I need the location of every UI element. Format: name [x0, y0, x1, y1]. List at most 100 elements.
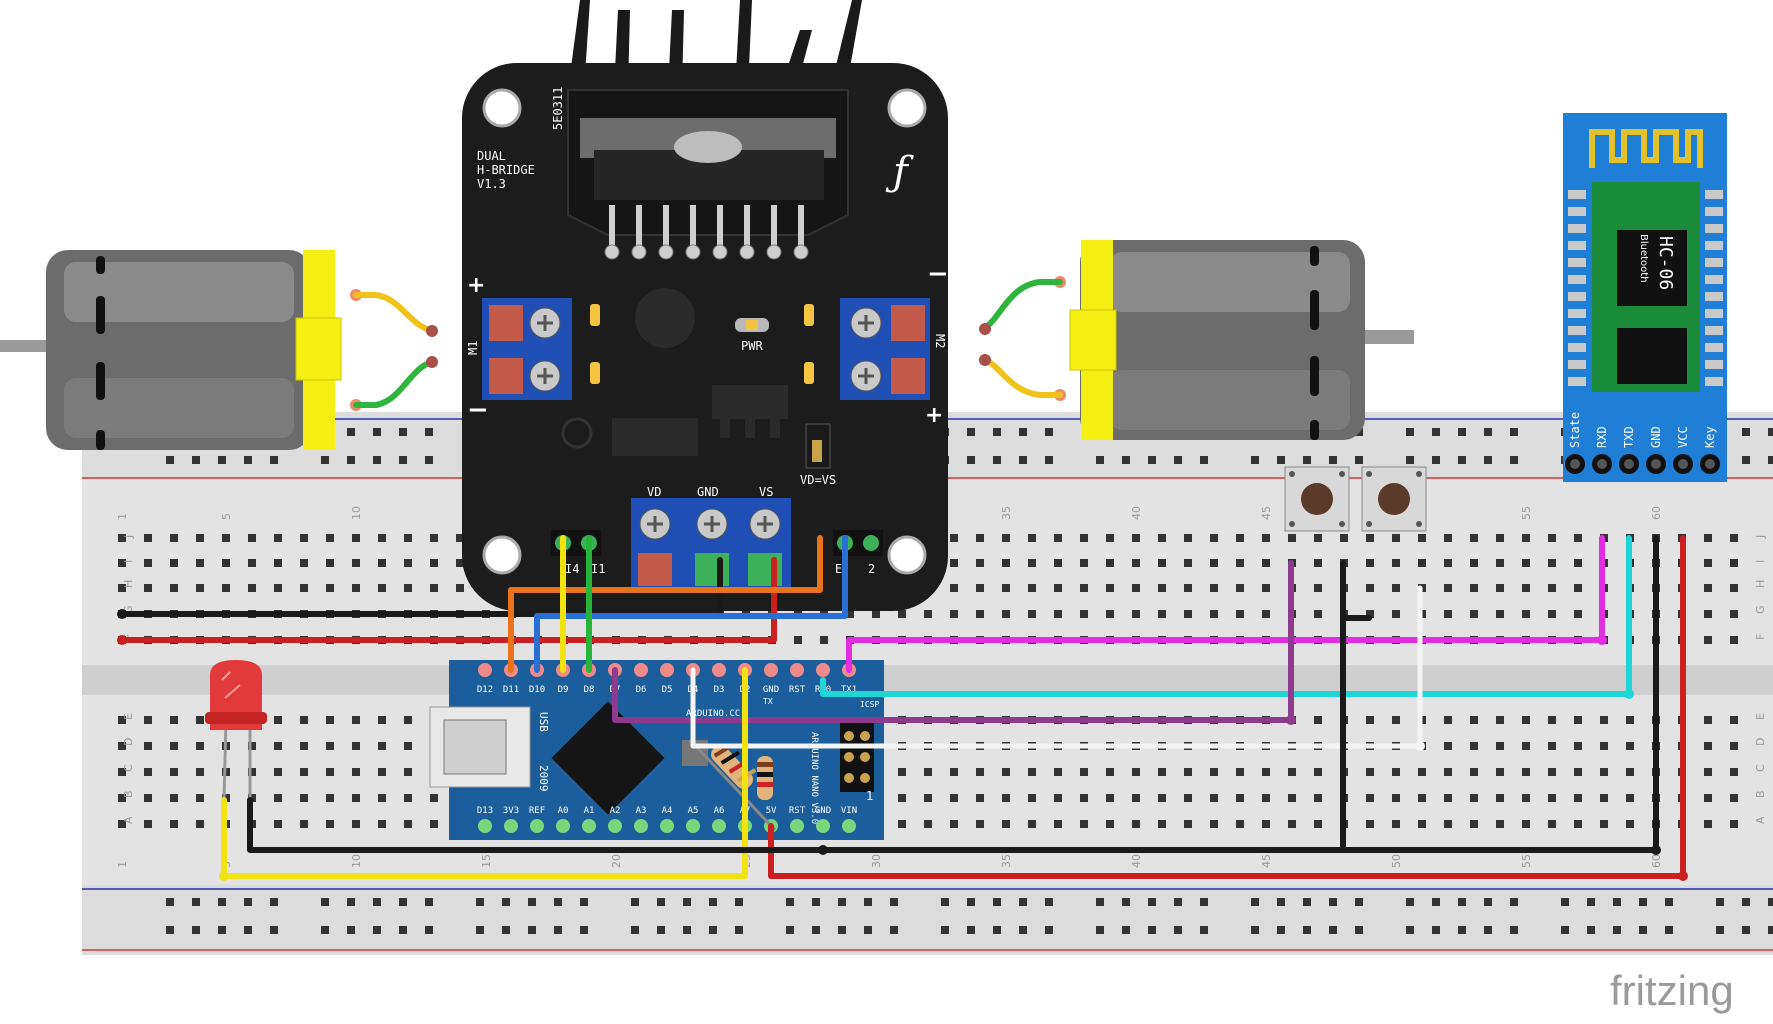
breadboard-hole — [950, 584, 958, 592]
breadboard-hole — [118, 584, 126, 592]
column-number: 40 — [1130, 854, 1143, 868]
breadboard-hole — [1054, 794, 1062, 802]
breadboard-hole — [1158, 610, 1166, 618]
breadboard-hole — [274, 794, 282, 802]
nano-pin-label: D12 — [477, 685, 493, 695]
breadboard-hole — [1184, 559, 1192, 567]
nano-pin — [634, 663, 648, 677]
rail-hole — [321, 898, 329, 906]
breadboard-hole — [1054, 610, 1062, 618]
breadboard-hole — [1392, 584, 1400, 592]
breadboard-hole — [222, 534, 230, 542]
ic-leg — [690, 205, 696, 250]
breadboard-hole — [1470, 794, 1478, 802]
nano-pin-label: D10 — [529, 685, 545, 695]
nano-pin — [660, 663, 674, 677]
breadboard-hole — [352, 768, 360, 776]
rail-hole — [838, 898, 846, 906]
row-label: D — [122, 738, 135, 746]
rail-hole — [373, 898, 381, 906]
rail-hole — [657, 926, 665, 934]
breadboard-hole — [1470, 534, 1478, 542]
breadboard-hole — [1392, 610, 1400, 618]
breadboard-hole — [404, 534, 412, 542]
breadboard-hole — [1626, 716, 1634, 724]
wire-white-button2 — [690, 585, 1423, 749]
rail-hole — [347, 456, 355, 464]
breadboard-hole — [1210, 559, 1218, 567]
breadboard-hole — [1158, 794, 1166, 802]
dc-motor-left — [0, 250, 438, 450]
m1-minus-label: − — [467, 395, 489, 425]
vd-label: VD — [647, 485, 661, 499]
rail-hole — [1148, 898, 1156, 906]
breadboard-hole — [976, 584, 984, 592]
breadboard-hole — [144, 584, 152, 592]
breadboard-hole — [1496, 610, 1504, 618]
breadboard-hole — [1704, 768, 1712, 776]
breadboard-hole — [248, 559, 256, 567]
rail-hole — [709, 898, 717, 906]
breadboard-hole — [1574, 716, 1582, 724]
nano-pin-label: A0 — [558, 806, 569, 816]
breadboard-hole — [1184, 584, 1192, 592]
rail-hole — [1510, 456, 1518, 464]
breadboard-hole — [898, 820, 906, 828]
row-label: E — [1754, 713, 1767, 720]
breadboard-hole — [118, 716, 126, 724]
breadboard-hole — [1314, 768, 1322, 776]
rail-hole — [1406, 898, 1414, 906]
rail-hole — [244, 456, 252, 464]
nano-pin-label: A3 — [636, 806, 647, 816]
row-label: F — [1754, 634, 1767, 640]
rail-hole — [1174, 898, 1182, 906]
breadboard-hole — [456, 559, 464, 567]
breadboard-hole — [170, 820, 178, 828]
breadboard-hole — [1158, 768, 1166, 776]
rail-hole — [683, 926, 691, 934]
breadboard-hole — [1210, 794, 1218, 802]
bt-model-label: HC-06 — [1655, 236, 1676, 290]
rail-hole — [786, 898, 794, 906]
rail-hole — [270, 456, 278, 464]
pushbutton-1 — [1284, 466, 1350, 532]
ic-leg-pad — [631, 244, 647, 260]
breadboard-hole — [1470, 716, 1478, 724]
bt-pad — [1568, 275, 1586, 284]
nano-pin — [478, 819, 492, 833]
breadboard-hole — [274, 820, 282, 828]
rail-hole — [425, 428, 433, 436]
bt-pin-hole — [1705, 459, 1715, 469]
bt-sub-label: Bluetooth — [1638, 234, 1649, 283]
rail-hole — [373, 926, 381, 934]
breadboard-hole — [872, 610, 880, 618]
breadboard-hole — [222, 584, 230, 592]
rail-hole — [735, 926, 743, 934]
rail-hole — [1432, 428, 1440, 436]
rail-hole — [476, 926, 484, 934]
rail-hole — [1277, 926, 1285, 934]
breadboard-hole — [1704, 559, 1712, 567]
breadboard-hole — [352, 820, 360, 828]
rail-hole — [1174, 456, 1182, 464]
breadboard-hole — [1522, 584, 1530, 592]
board-title-line2: H-BRIDGE — [477, 163, 535, 177]
breadboard-hole — [1730, 636, 1738, 644]
rail-hole — [1045, 456, 1053, 464]
breadboard-hole — [1366, 794, 1374, 802]
breadboard-hole — [1574, 768, 1582, 776]
breadboard-hole — [1522, 716, 1530, 724]
rail-hole — [1561, 926, 1569, 934]
rail-hole — [993, 428, 1001, 436]
rail-hole — [1122, 456, 1130, 464]
breadboard-hole — [1548, 610, 1556, 618]
breadboard-hole — [404, 794, 412, 802]
breadboard-hole — [1158, 559, 1166, 567]
wire-end — [117, 609, 127, 619]
row-label: A — [1754, 816, 1767, 824]
nano-pin — [712, 819, 726, 833]
rail-hole — [1484, 456, 1492, 464]
breadboard-hole — [1418, 768, 1426, 776]
breadboard-hole — [924, 610, 932, 618]
breadboard-hole — [1132, 820, 1140, 828]
